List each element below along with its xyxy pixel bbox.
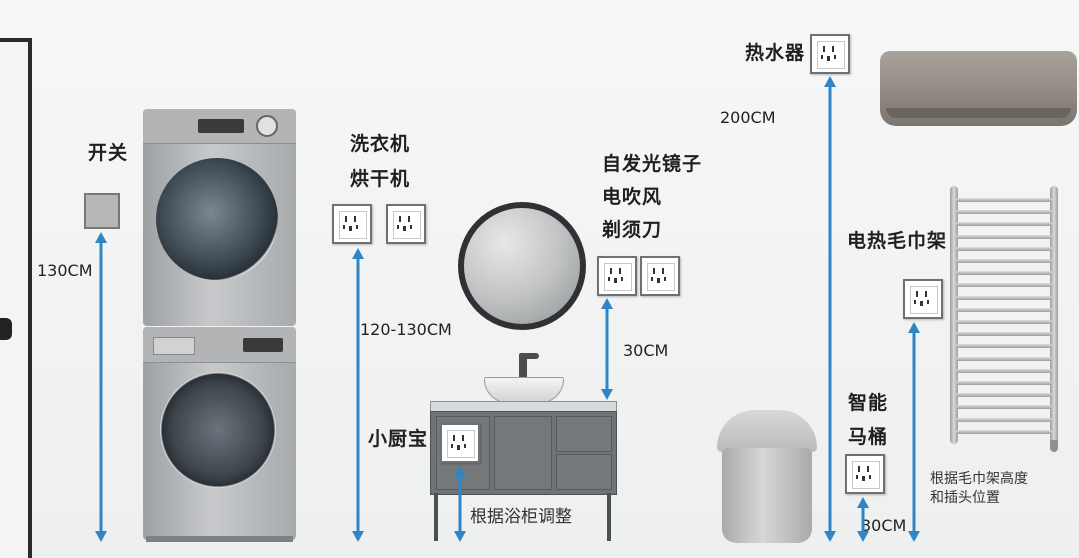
towel-note-line2: 和插头位置 — [930, 489, 1000, 506]
water-heater-height-arrow — [824, 76, 836, 542]
switch-height-label: 130CM — [37, 261, 93, 280]
towel-rack-bar — [956, 198, 1052, 202]
towel-rack-height-arrow — [908, 322, 920, 542]
towel-rack-rail-left — [950, 186, 958, 444]
washer-height-arrow — [352, 248, 364, 542]
switch-height-arrow — [95, 232, 107, 542]
towel-rack-bar — [956, 222, 1052, 227]
washer-drawer — [153, 337, 195, 355]
vanity-leg-right — [607, 493, 611, 541]
toilet-body — [722, 448, 812, 543]
vanity-drawer-top — [556, 416, 612, 452]
round-mirror — [458, 202, 586, 330]
washer-label-line2: 烘干机 — [350, 168, 411, 190]
towel-rack-label: 电热毛巾架 — [847, 230, 948, 252]
towel-rack-bar — [956, 295, 1052, 300]
mirror-offset-label: 30CM — [623, 341, 669, 360]
towel-rack-bar — [956, 259, 1052, 263]
washer-socket-2 — [386, 204, 426, 244]
towel-note-line1: 根据毛巾架高度 — [930, 471, 1028, 487]
switch-panel — [84, 193, 120, 229]
mirror-label-line2: 电吹风 — [602, 186, 663, 208]
towel-rack-bar — [956, 210, 1052, 215]
toilet-height-arrow — [857, 497, 869, 542]
washer-display — [243, 338, 283, 352]
cabinet-adjust-arrow — [454, 466, 466, 542]
washer-height-label: 120-130CM — [360, 320, 452, 339]
water-heater-socket — [810, 34, 850, 74]
toilet-tank — [717, 410, 817, 452]
door-frame — [0, 38, 32, 558]
towel-rack-bar — [956, 368, 1052, 373]
mirror-offset-arrow — [601, 298, 613, 400]
towel-rack-bar — [956, 234, 1052, 239]
switch-label: 开关 — [88, 142, 129, 164]
water-heater-label: 热水器 — [745, 42, 806, 64]
faucet — [519, 353, 527, 379]
washer-base — [146, 536, 293, 542]
towel-rack-rail-right — [1050, 186, 1058, 444]
towel-rack-bar — [956, 405, 1052, 410]
washer-label-line1: 洗衣机 — [350, 133, 411, 155]
mirror-socket-2 — [640, 256, 680, 296]
mirror-label-line3: 剃须刀 — [602, 219, 663, 241]
towel-rack-bar — [956, 393, 1052, 398]
towel-rack-plug — [1050, 440, 1058, 452]
vanity-drawer-bottom — [556, 454, 612, 490]
washer-door — [160, 372, 276, 488]
towel-rack-bar — [956, 307, 1052, 312]
cabinet-note: 根据浴柜调整 — [470, 507, 572, 527]
vanity-door-mid — [494, 416, 552, 490]
towel-rack-bar — [956, 246, 1052, 251]
kitchen-treasure-label: 小厨宝 — [368, 428, 429, 450]
towel-rack-bar — [956, 271, 1052, 276]
towel-rack-socket — [903, 279, 943, 319]
towel-note: 根据毛巾架高度 和插头位置 — [930, 470, 1028, 508]
vanity-leg-left — [434, 493, 438, 541]
air-conditioner-vent — [886, 108, 1071, 118]
towel-rack-bar — [956, 344, 1052, 349]
water-heater-height-label: 200CM — [720, 108, 776, 127]
toilet-socket — [845, 454, 885, 494]
dryer-display — [198, 119, 244, 133]
toilet-label-line2: 马桶 — [848, 426, 889, 448]
towel-rack-bar — [956, 356, 1052, 361]
towel-rack-bar — [956, 417, 1052, 422]
washer-socket-1 — [332, 204, 372, 244]
toilet-label-line1: 智能 — [848, 392, 889, 414]
dryer-knob — [256, 115, 278, 137]
door-frame-top — [0, 38, 28, 42]
mirror-socket-1 — [597, 256, 637, 296]
kitchen-treasure-socket — [440, 423, 480, 463]
basin — [484, 377, 564, 403]
dryer-door — [156, 158, 278, 280]
towel-rack-bar — [956, 381, 1052, 385]
toilet-height-label: 30CM — [861, 516, 907, 535]
towel-rack-bar — [956, 283, 1052, 288]
towel-rack-bar — [956, 429, 1052, 434]
towel-rack-bar — [956, 332, 1052, 337]
faucet-spout — [519, 353, 539, 359]
mirror-label-line1: 自发光镜子 — [602, 153, 703, 175]
door-frame-mark — [0, 318, 12, 340]
towel-rack-bar — [956, 320, 1052, 324]
